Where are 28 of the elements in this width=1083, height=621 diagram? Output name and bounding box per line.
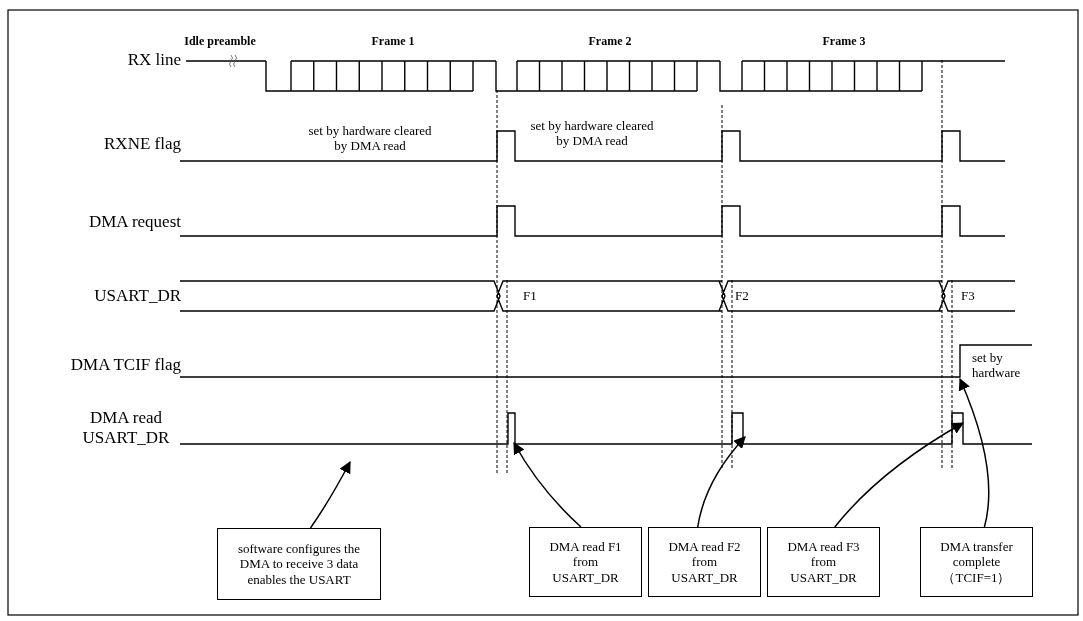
data-label: F3 [961, 289, 976, 304]
dma-read-waveform [179, 412, 1033, 445]
frame-label: Frame 3 [821, 35, 867, 49]
signal-name: DMA read USART_DR [81, 408, 171, 448]
frame-label: Frame 2 [587, 35, 633, 49]
signal-name: DMA TCIF flag [69, 355, 181, 375]
callout-box: DMA read F1 from USART_DR [529, 527, 642, 597]
leader-arrow [513, 441, 582, 528]
callout-box: DMA read F3 from USART_DR [767, 527, 880, 597]
flag-note: set by hardware cleared by DMA read [529, 119, 655, 149]
callout-box: software configures the DMA to receive 3 data enables the USART [217, 528, 381, 600]
leader-arrow [696, 436, 746, 528]
leader-arrow [834, 422, 965, 528]
signal-section-label: Idle preamble [183, 35, 257, 49]
frame-label: Frame 1 [370, 35, 416, 49]
signal-name: USART_DR [93, 286, 181, 306]
callout-box: DMA transfer complete （TCIF=1） [920, 527, 1033, 597]
signal-name: RX line [126, 50, 181, 70]
signal-name: RXNE flag [103, 134, 181, 154]
dma-tcif-flag-waveform [179, 344, 1033, 378]
leader-arrow [958, 377, 990, 528]
data-label: F2 [735, 289, 750, 304]
data-label: F1 [523, 289, 538, 304]
leader-arrow [309, 460, 351, 529]
callout-box: DMA read F2 from USART_DR [648, 527, 761, 597]
flag-note: set by hardware cleared by DMA read [307, 124, 433, 154]
signal-name: DMA request [87, 212, 181, 232]
flag-note: set by hardware [972, 351, 1022, 381]
